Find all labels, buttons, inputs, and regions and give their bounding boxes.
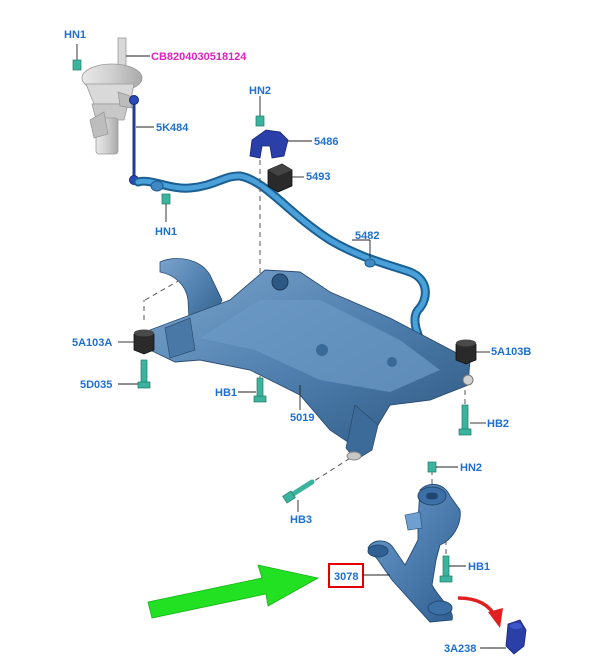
ball-joint-3a238 [505, 619, 527, 655]
green-pointer-arrow [147, 564, 320, 619]
label-3a238: 3A238 [444, 643, 476, 655]
label-hb3: HB3 [290, 514, 312, 526]
label-5486: 5486 [314, 136, 338, 148]
label-hn2-arm: HN2 [460, 462, 482, 474]
label-5d035: 5D035 [80, 379, 112, 391]
hn1-bottom-nut [161, 193, 171, 222]
label-5482: 5482 [355, 230, 379, 242]
label-5k484: 5K484 [156, 122, 189, 134]
red-curved-arrow [457, 596, 503, 628]
clamp-5486 [249, 129, 289, 159]
stabilizer-link-5k484 [129, 95, 139, 185]
bolt-hb2 [458, 404, 472, 436]
subframe-5019 [149, 258, 474, 461]
mount-5a103a [133, 329, 155, 355]
bolt-5d035 [137, 300, 151, 389]
alignment-line-5a103a [144, 279, 181, 301]
mount-5a103b [455, 339, 477, 365]
label-hb2: HB2 [487, 418, 509, 430]
strut-assembly [81, 37, 143, 155]
hn2-arm-nut [427, 461, 437, 473]
label-hn1-bottom: HN1 [155, 226, 177, 238]
lower-control-arm-3078 [367, 483, 461, 623]
label-5493: 5493 [306, 171, 330, 183]
label-3078: 3078 [334, 571, 358, 583]
highlight-box-3078 [328, 563, 364, 588]
stabilizer-bar-5482 [133, 171, 430, 345]
label-hn2-top: HN2 [249, 85, 271, 97]
hn1-top-nut [72, 44, 82, 71]
label-cb-code: CB8204030518124 [151, 51, 247, 63]
label-hb1-mid: HB1 [215, 387, 237, 399]
bolt-hb1-arm [439, 540, 453, 583]
label-hn1-top: HN1 [64, 29, 86, 41]
label-5a103b: 5A103B [491, 346, 531, 358]
bushing-5493 [267, 163, 293, 193]
label-hb1-arm: HB1 [468, 561, 490, 573]
bolt-hb1-mid [253, 377, 267, 403]
label-5019: 5019 [290, 412, 314, 424]
hn2-top-nut [255, 96, 265, 127]
label-5a103a: 5A103A [72, 337, 112, 349]
bolt-hb3 [282, 479, 315, 504]
